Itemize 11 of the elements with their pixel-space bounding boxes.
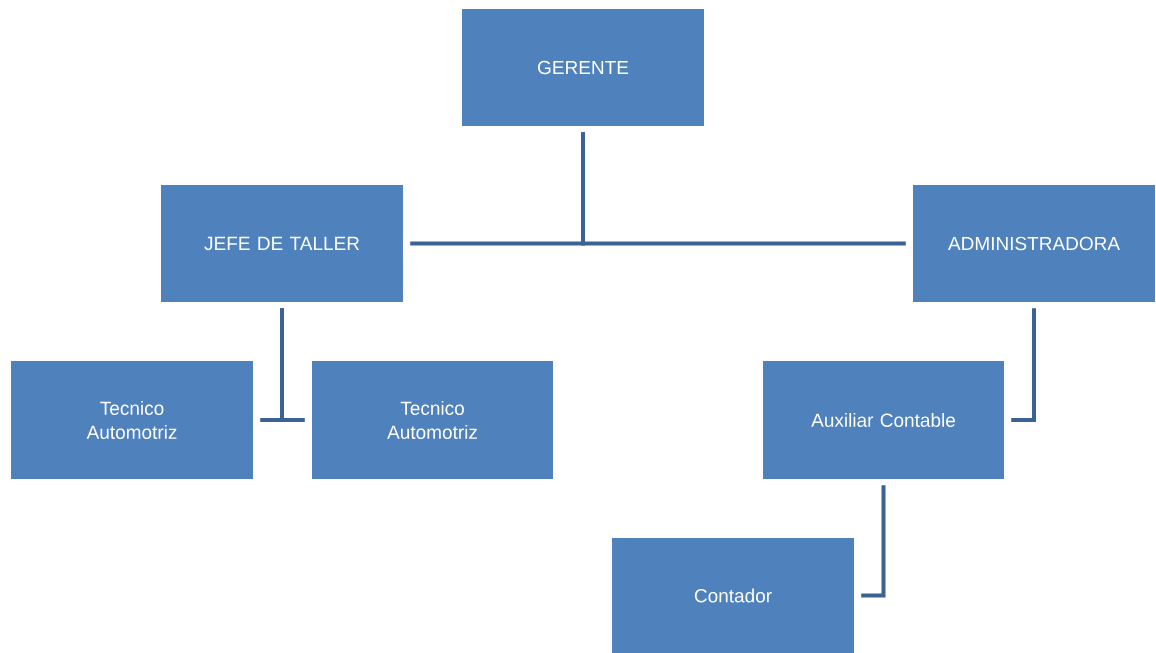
connector-line — [581, 132, 906, 246]
org-box: ADMINISTRADORA — [913, 185, 1155, 302]
org-box: GERENTE — [462, 9, 704, 126]
connector-line — [1011, 308, 1036, 422]
org-box: Tecnico Automotriz — [312, 361, 553, 479]
connector-line — [861, 485, 886, 598]
org-box: Contador — [612, 538, 854, 653]
org-box: Auxiliar Contable — [763, 361, 1004, 479]
org-box: JEFE DE TALLER — [161, 185, 403, 302]
org-box: Tecnico Automotriz — [11, 361, 253, 479]
connector-line — [280, 308, 305, 422]
